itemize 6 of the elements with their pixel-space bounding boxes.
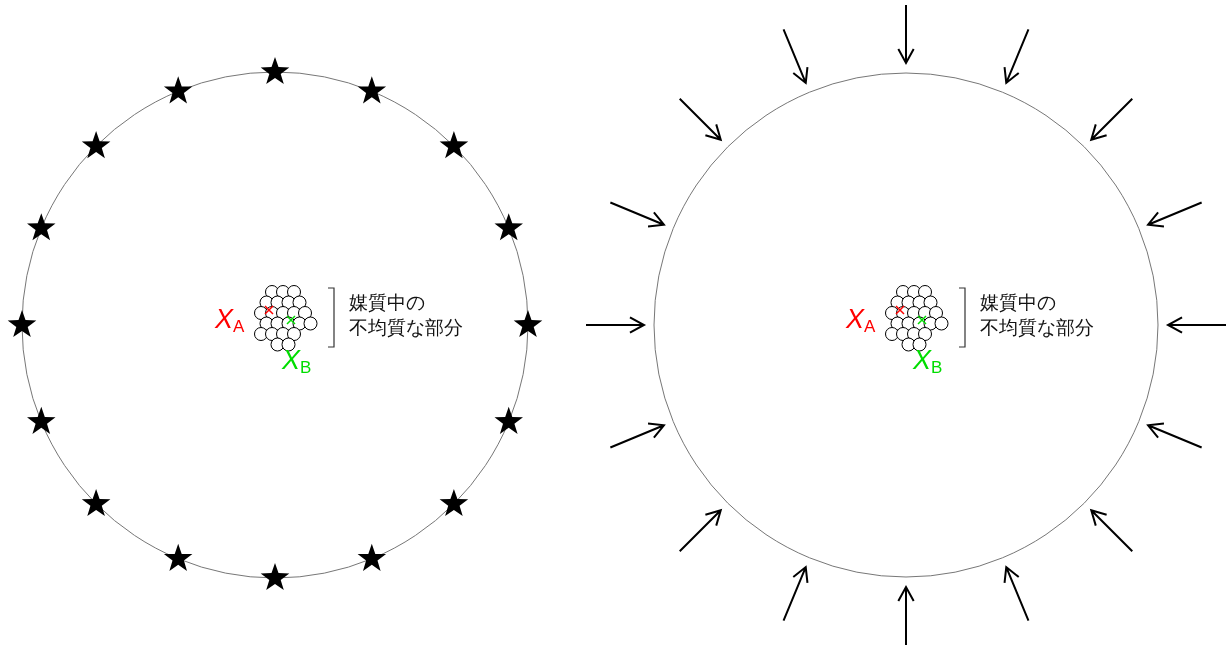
- point-label: X$_{B}$: [913, 347, 943, 376]
- point-label: X$_{B}$: [282, 347, 312, 376]
- annotation-text: 媒質中の不均質な部分: [349, 290, 464, 340]
- point-label: X$_{A}$: [215, 306, 245, 335]
- point-label: X$_{A}$: [846, 306, 876, 335]
- annotation-text: 媒質中の不均質な部分: [980, 290, 1095, 340]
